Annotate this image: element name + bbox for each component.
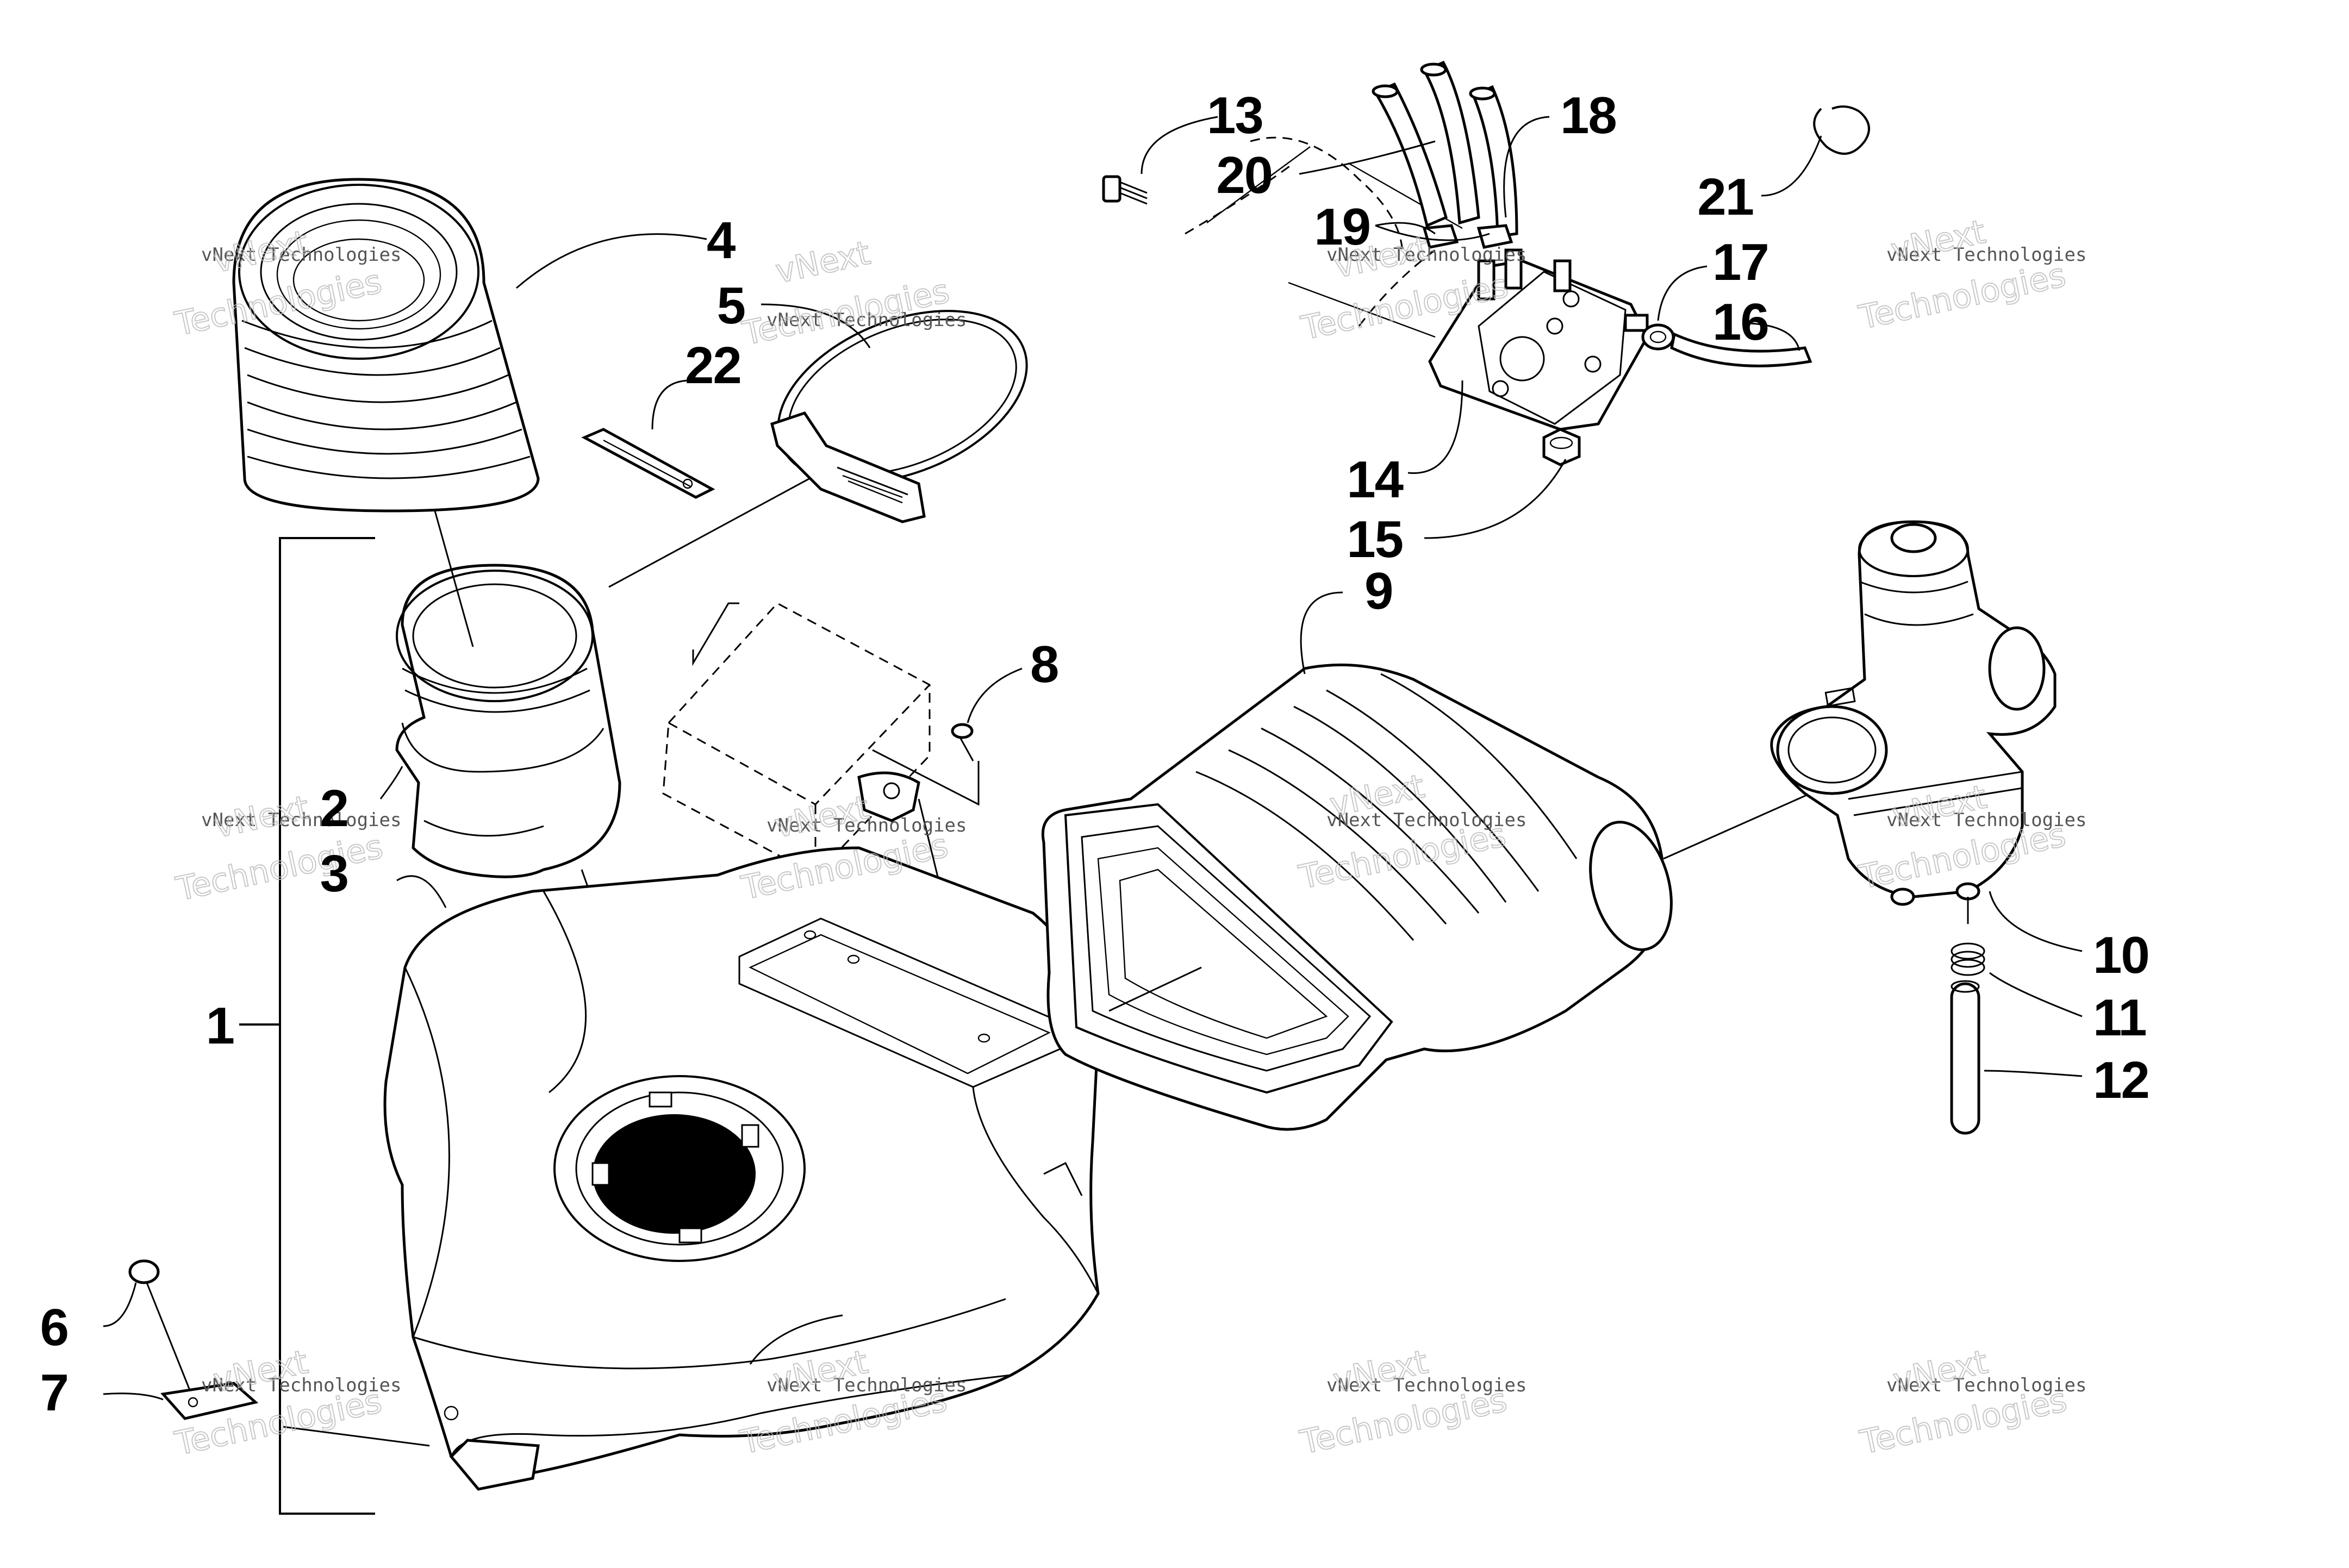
neck-adapter-part: [395, 564, 621, 878]
fuel-hoses-part: [1372, 60, 1518, 249]
callout-12: 12: [2093, 1051, 2149, 1109]
svg-text:vNext Technologies: vNext Technologies: [201, 244, 401, 266]
watermark: vNext Technologies vNext Technologies: [172, 788, 402, 909]
callout-1: 1: [206, 997, 234, 1055]
watermark: vNext Technologies vNext Technologies: [1295, 767, 1526, 897]
dashed-module-outline: [662, 602, 980, 876]
assembly-bracket: [239, 537, 375, 1515]
callout-18: 18: [1560, 86, 1616, 145]
callout-5: 5: [717, 277, 745, 335]
watermark: vNext Technologies vNext Technologies: [1855, 777, 2086, 897]
svg-text:vNext: vNext: [772, 234, 874, 291]
callout-3: 3: [320, 845, 348, 903]
leader-lines: [103, 116, 2083, 1401]
nut-15-part: [1542, 428, 1581, 466]
callout-9: 9: [1364, 562, 1392, 620]
svg-text:vNext Technologies: vNext Technologies: [1886, 809, 2086, 831]
hose-16-part: [1670, 332, 1812, 367]
callout-13: 13: [1207, 86, 1263, 145]
rivet-6-part: [128, 1259, 191, 1392]
watermark: vNext Technologies vNext Technologies: [1296, 1342, 1526, 1463]
decal-7-part: [160, 1382, 259, 1420]
svg-text:vNext Technologies: vNext Technologies: [1326, 1375, 1526, 1396]
callout-19: 19: [1314, 198, 1370, 256]
bellows-boot-part: [232, 178, 540, 513]
clip-11-part: [1951, 897, 1985, 976]
fuel-tank-part: [383, 846, 1100, 1491]
svg-text:vNext: vNext: [211, 789, 313, 846]
watermark: vNext Technologies vNext Technologies: [1855, 212, 2086, 338]
svg-text:vNext Technologies: vNext Technologies: [201, 1375, 401, 1396]
callouts: 1 2 3 4 5 6 7 8 9 10 11 12 13 14 15 16 1…: [40, 86, 2150, 1422]
callout-7: 7: [40, 1364, 68, 1422]
svg-text:Technologies: Technologies: [1855, 256, 2069, 337]
callout-8: 8: [1030, 635, 1058, 694]
vent-tube-12-part: [1950, 980, 1980, 1135]
watermark: vNext Technologies vNext Technologies: [171, 1342, 402, 1464]
svg-text:vNext Technologies: vNext Technologies: [767, 1375, 967, 1396]
callout-14: 14: [1347, 451, 1403, 509]
gauge-strip-part: [581, 428, 715, 499]
callout-22: 22: [685, 336, 741, 395]
clip-17-part: [1641, 323, 1675, 351]
screw-8-part: [857, 723, 974, 822]
callout-21: 21: [1697, 168, 1753, 226]
svg-text:vNext Technologies: vNext Technologies: [1886, 1375, 2086, 1396]
callout-6: 6: [40, 1298, 68, 1357]
svg-text:vNext Technologies: vNext Technologies: [1886, 244, 2086, 266]
callout-17: 17: [1712, 233, 1768, 291]
intake-boot-part: [1041, 663, 1673, 1131]
svg-text:vNext Technologies: vNext Technologies: [201, 809, 401, 831]
watermark: vNext Technologies vNext Technologies: [1856, 1342, 2086, 1463]
fuel-pump-part: [1288, 248, 1649, 431]
svg-text:vNext Technologies: vNext Technologies: [1326, 244, 1526, 266]
svg-text:vNext Technologies: vNext Technologies: [767, 815, 967, 836]
callout-2: 2: [320, 779, 348, 838]
svg-text:vNext Technologies: vNext Technologies: [767, 309, 967, 331]
callout-4: 4: [707, 211, 736, 270]
callout-16: 16: [1712, 293, 1768, 351]
svg-text:vNext Technologies: vNext Technologies: [1326, 809, 1526, 831]
callout-11: 11: [2093, 989, 2146, 1047]
hose-clamp-part: [770, 310, 1028, 523]
callout-15: 15: [1347, 510, 1403, 569]
carburetor-part: [1770, 520, 2057, 906]
callout-20: 20: [1216, 146, 1272, 204]
callout-10: 10: [2093, 926, 2149, 984]
ring-clip-21-part: [1813, 105, 1870, 155]
svg-text:vNext: vNext: [771, 789, 873, 846]
screw-13-part: [1102, 175, 1148, 205]
